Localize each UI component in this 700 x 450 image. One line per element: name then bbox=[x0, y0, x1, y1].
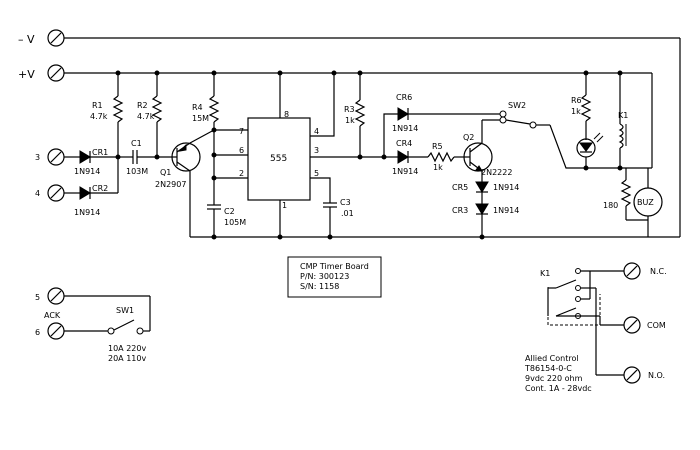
board-label: CMP Timer Board P/N: 300123 S/N: 1158 bbox=[287, 256, 382, 298]
plus-v-rail: +V bbox=[18, 64, 653, 168]
svg-text:1N914: 1N914 bbox=[493, 183, 519, 192]
svg-text:1: 1 bbox=[282, 201, 287, 210]
relay-k1-coil: K1 bbox=[617, 70, 628, 171]
resistor-r1: R1 4.7k bbox=[90, 70, 124, 160]
svg-text:R2: R2 bbox=[137, 101, 148, 110]
relay-spec-coil: 9vdc 220 ohm bbox=[525, 374, 583, 383]
relay-nc-label: N.C. bbox=[650, 267, 667, 276]
svg-text:.01: .01 bbox=[341, 209, 354, 218]
diodes-cr5-cr3: CR5 1N914 CR3 1N914 bbox=[452, 181, 519, 240]
svg-text:CR1: CR1 bbox=[92, 148, 108, 157]
capacitor-c1: C1 103M bbox=[118, 139, 170, 176]
svg-text:R1: R1 bbox=[92, 101, 103, 110]
resistor-r3: R3 1k bbox=[344, 70, 366, 160]
svg-text:5: 5 bbox=[314, 169, 319, 178]
svg-text:R5: R5 bbox=[432, 142, 443, 151]
relay-no-label: N.O. bbox=[648, 371, 665, 380]
svg-text:555: 555 bbox=[270, 154, 287, 164]
relay-spec-part: T86154-0-C bbox=[524, 364, 572, 373]
svg-text:K1: K1 bbox=[618, 111, 628, 120]
resistor-r5: R5 1k bbox=[427, 142, 466, 172]
svg-text:CR5: CR5 bbox=[452, 183, 468, 192]
svg-text:105M: 105M bbox=[224, 218, 246, 227]
svg-text:SW1: SW1 bbox=[116, 306, 134, 315]
resistor-r6-led: R6 1k bbox=[571, 70, 604, 171]
svg-text:4: 4 bbox=[314, 127, 319, 136]
svg-text:10A 220v: 10A 220v bbox=[108, 344, 146, 353]
svg-text:1k: 1k bbox=[433, 163, 443, 172]
svg-text:CR2: CR2 bbox=[92, 184, 108, 193]
board-title: CMP Timer Board bbox=[300, 262, 369, 271]
relay-spec-maker: Allied Control bbox=[525, 354, 579, 363]
diode-cr1: CR1 1N914 bbox=[64, 148, 118, 176]
ack-switch-circuit: 5 ACK 6 SW1 10A 220v 20A 110v bbox=[35, 287, 151, 363]
svg-text:15M: 15M bbox=[192, 114, 209, 123]
svg-text:1N914: 1N914 bbox=[493, 206, 519, 215]
svg-text:1N914: 1N914 bbox=[74, 167, 100, 176]
svg-text:2N2222: 2N2222 bbox=[481, 168, 512, 177]
svg-text:2N2907: 2N2907 bbox=[155, 180, 186, 189]
svg-text:SW2: SW2 bbox=[508, 101, 526, 110]
svg-text:CR4: CR4 bbox=[396, 139, 412, 148]
capacitor-c3: C3 .01 bbox=[323, 198, 354, 240]
switch-sw2: SW2 bbox=[499, 101, 652, 169]
resistor-r2: R2 4.7k bbox=[137, 70, 163, 160]
relay-spec-contacts: Cont. 1A - 28vdc bbox=[525, 384, 592, 393]
ic-555: 555 7 6 2 8 1 4 3 5 bbox=[239, 70, 384, 240]
resistor-r4: R4 15M bbox=[192, 70, 220, 133]
svg-text:180: 180 bbox=[603, 201, 618, 210]
terminal-5-label: 5 bbox=[35, 293, 40, 302]
svg-text:103M: 103M bbox=[126, 167, 148, 176]
svg-text:Q2: Q2 bbox=[463, 133, 474, 142]
diode-cr6: CR6 1N914 bbox=[381, 93, 500, 160]
diode-cr4: CR4 1N914 bbox=[384, 139, 428, 176]
svg-text:C3: C3 bbox=[340, 198, 351, 207]
svg-text:R4: R4 bbox=[192, 103, 203, 112]
svg-text:1k: 1k bbox=[571, 107, 581, 116]
minus-v-rail: – V bbox=[18, 29, 681, 237]
svg-text:CR3: CR3 bbox=[452, 206, 468, 215]
svg-text:3: 3 bbox=[314, 146, 319, 155]
svg-text:7: 7 bbox=[239, 127, 244, 136]
svg-text:BUZ: BUZ bbox=[637, 198, 654, 207]
terminal-3-label: 3 bbox=[35, 153, 40, 162]
relay-contacts: K1 N.C. COM N.O. Allied Control T86154-0… bbox=[524, 262, 667, 393]
relay-com-label: COM bbox=[647, 321, 666, 330]
board-serial-number: S/N: 1158 bbox=[300, 282, 339, 291]
resistor-180: 180 bbox=[603, 168, 648, 221]
svg-text:C1: C1 bbox=[131, 139, 142, 148]
svg-text:1k: 1k bbox=[345, 116, 355, 125]
svg-text:C2: C2 bbox=[224, 207, 235, 216]
terminal-6-label: 6 bbox=[35, 328, 40, 337]
transistor-q2: Q2 2N2222 bbox=[463, 119, 512, 182]
svg-text:Q1: Q1 bbox=[160, 168, 171, 177]
ack-label: ACK bbox=[44, 311, 61, 320]
svg-text:CR6: CR6 bbox=[396, 93, 412, 102]
plus-v-label: +V bbox=[18, 68, 35, 81]
svg-text:4.7k: 4.7k bbox=[137, 112, 155, 121]
svg-text:20A 110v: 20A 110v bbox=[108, 354, 146, 363]
board-part-number: P/N: 300123 bbox=[300, 272, 349, 281]
terminal-4-label: 4 bbox=[35, 189, 40, 198]
svg-text:K1: K1 bbox=[540, 269, 550, 278]
minus-v-label: – V bbox=[18, 33, 35, 46]
transistor-q1: Q1 2N2907 bbox=[155, 129, 215, 237]
svg-text:2: 2 bbox=[239, 169, 244, 178]
buzzer: BUZ bbox=[633, 168, 663, 237]
svg-text:4.7k: 4.7k bbox=[90, 112, 108, 121]
svg-text:8: 8 bbox=[284, 110, 289, 119]
input-terminals: 3 4 bbox=[35, 148, 65, 202]
svg-text:1N914: 1N914 bbox=[392, 124, 418, 133]
svg-text:1N914: 1N914 bbox=[74, 208, 100, 217]
svg-text:6: 6 bbox=[239, 146, 244, 155]
svg-text:1N914: 1N914 bbox=[392, 167, 418, 176]
svg-text:R6: R6 bbox=[571, 96, 582, 105]
capacitor-c2: C2 105M bbox=[207, 178, 246, 240]
svg-text:R3: R3 bbox=[344, 105, 355, 114]
diode-cr2: CR2 1N914 bbox=[64, 157, 119, 217]
